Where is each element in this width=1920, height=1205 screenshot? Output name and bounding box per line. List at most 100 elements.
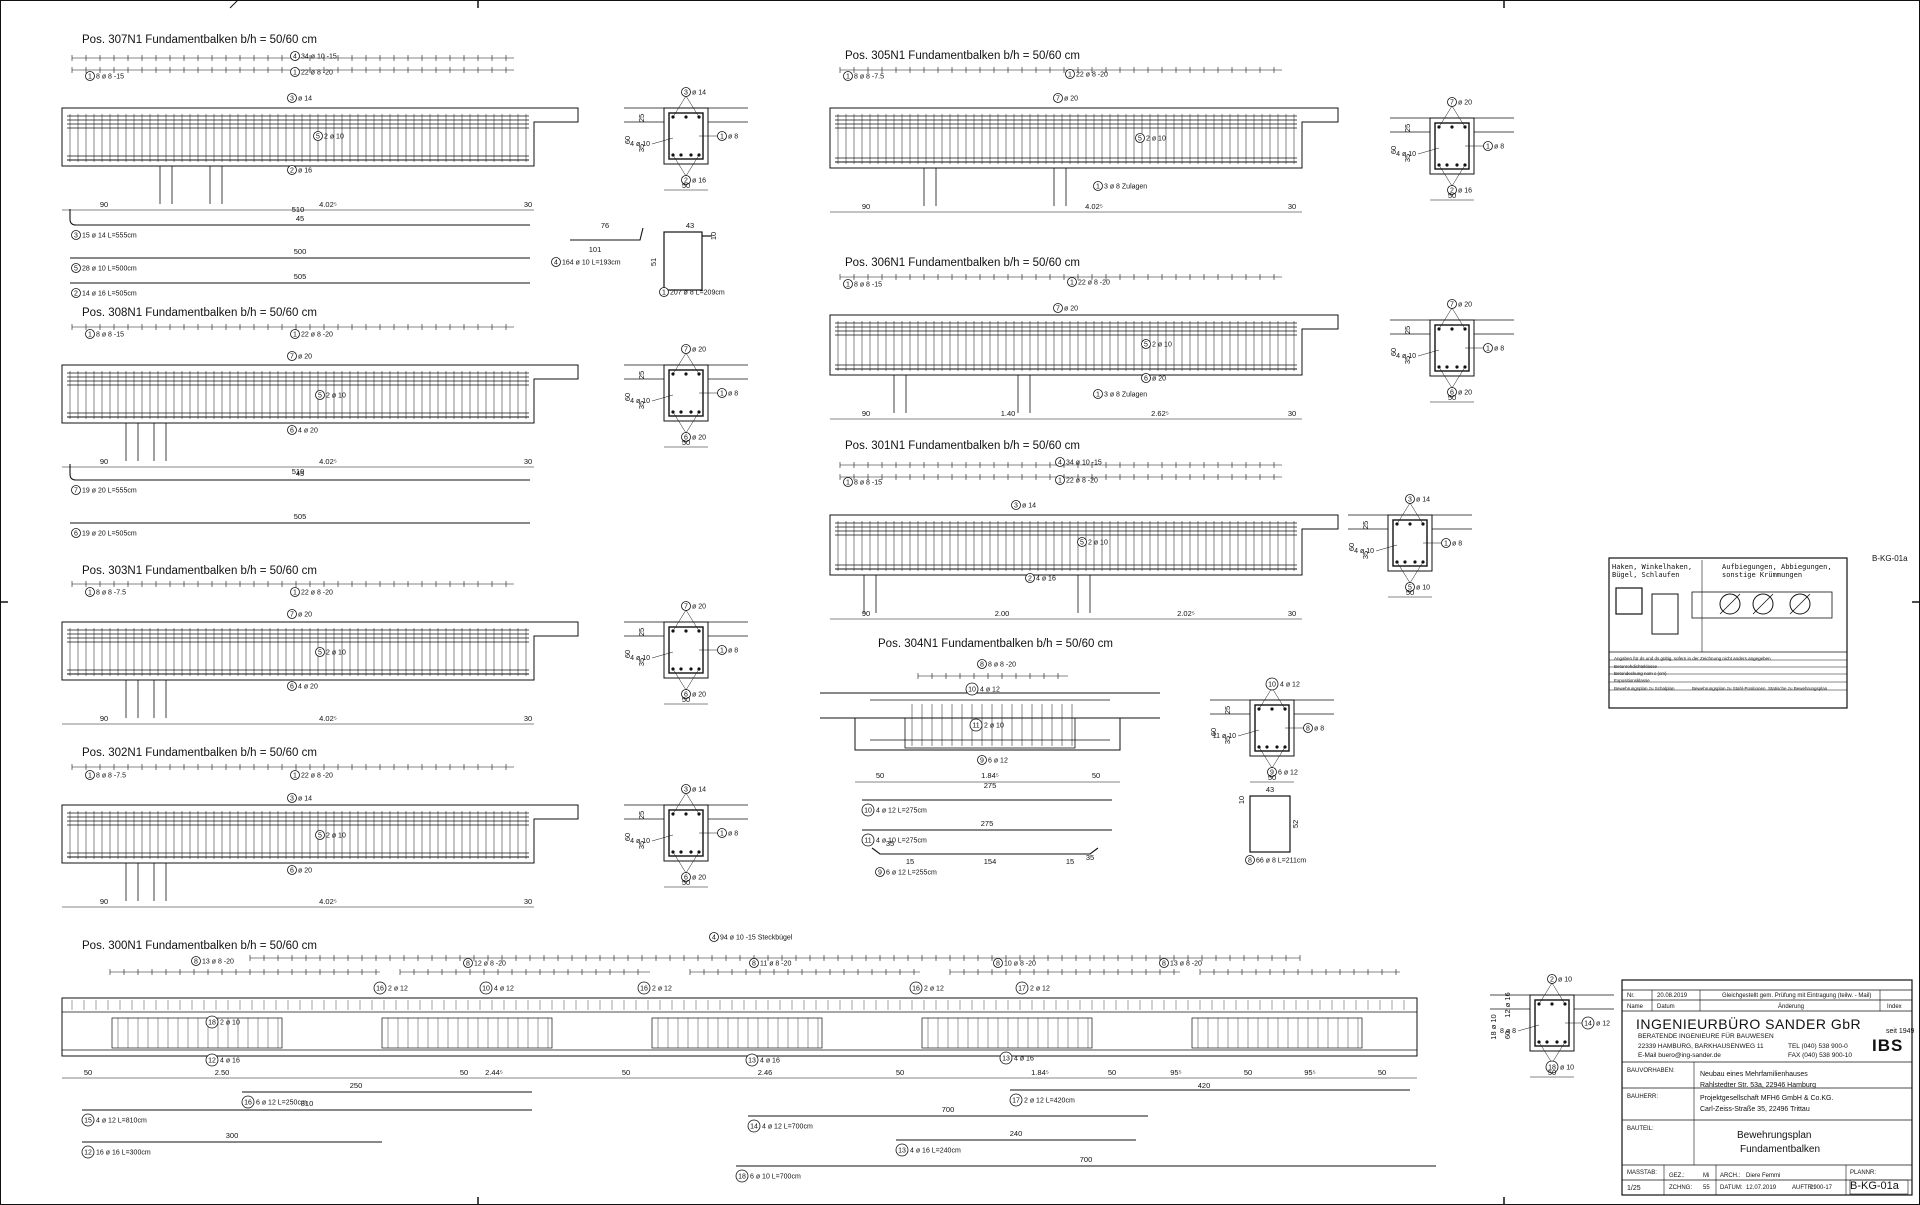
position-marker xyxy=(287,425,297,435)
section-bar xyxy=(689,410,693,414)
dimension-text: 2.46 xyxy=(758,1068,773,1077)
section-stirrup xyxy=(668,369,704,417)
position-number: 1 xyxy=(88,74,92,81)
rebar-label: ø 20 xyxy=(298,612,312,619)
dimension-text: 50 xyxy=(682,878,690,887)
legend-row-steel: Bewehrungsplan zu Stahl-Positionen xyxy=(1692,686,1766,691)
dimension-text: 35 xyxy=(1223,736,1232,744)
leader-line xyxy=(1438,105,1453,128)
rebar-label: 28 ø 10 L=500cm xyxy=(82,266,137,273)
side-reference: B-KG-01a xyxy=(1872,554,1908,563)
position-marker xyxy=(1141,339,1151,349)
rebar-label: 4 ø 16 xyxy=(760,1058,780,1065)
project-address: Rahlstedter Str. 53a, 22946 Hamburg xyxy=(1700,1082,1816,1089)
rebar-label: 8 ø 8 -7.5 xyxy=(96,590,126,597)
beam-title-300: Pos. 300N1 Fundamentbalken b/h = 50/60 c… xyxy=(82,940,317,952)
rebar-label: ø 14 xyxy=(1022,503,1036,510)
dimension-text: 50 xyxy=(622,1068,630,1077)
dimension-text: 50 xyxy=(1092,771,1100,780)
rebar-label: 2 ø 10 xyxy=(326,650,346,657)
rebar-label: 2 ø 12 xyxy=(652,986,672,993)
section-bar xyxy=(1445,365,1449,369)
section-bar xyxy=(1403,560,1407,564)
rebar-label: ø 20 xyxy=(1064,96,1078,103)
rebar-label: 22 ø 8 -20 xyxy=(301,590,333,597)
rebar-label: 2 ø 12 L=420cm xyxy=(1024,1098,1075,1105)
bend-line xyxy=(1752,593,1774,615)
bar-length: 700 xyxy=(1080,1155,1093,1164)
position-number: 1 xyxy=(1058,478,1062,485)
position-number: 5 xyxy=(74,266,78,273)
leader-line xyxy=(1258,746,1273,769)
leader-line xyxy=(651,137,674,145)
section-bar xyxy=(684,629,688,633)
position-marker xyxy=(1009,1093,1023,1107)
beam-title-301: Pos. 301N1 Fundamentbalken b/h = 50/60 c… xyxy=(845,440,1080,452)
reinforcement-cage xyxy=(381,1017,553,1049)
position-number: 5 xyxy=(318,833,322,840)
legend-row-exposure: Expositionsklasse xyxy=(1614,678,1650,683)
leader-line xyxy=(1451,307,1466,330)
section-bar xyxy=(689,153,693,157)
bar-length: 35 xyxy=(1086,853,1094,862)
leader-line xyxy=(1451,164,1466,187)
leader-line xyxy=(1551,982,1566,1005)
rebar-label: 2 ø 10 xyxy=(326,833,346,840)
rebar-label: 4 ø 16 xyxy=(220,1058,240,1065)
rebar-label: ø 16 xyxy=(298,168,312,175)
rebar-label: 8 ø 8 xyxy=(1500,1028,1516,1035)
bar-length: 52 xyxy=(1291,820,1300,828)
leader-line xyxy=(651,394,674,402)
position-number: 6 xyxy=(290,684,294,691)
section-bar xyxy=(1275,745,1279,749)
leader-line xyxy=(685,352,700,375)
client-name: Projektgesellschaft MFH6 GmbH & Co.KG. xyxy=(1700,1095,1834,1102)
scale-label: MASSTAB: xyxy=(1627,1170,1657,1176)
rebar-label: 8 ø 8 -15 xyxy=(854,480,882,487)
position-number: 2 xyxy=(1550,977,1554,984)
section-bar xyxy=(689,850,693,854)
beam-outline xyxy=(829,314,1339,376)
position-marker xyxy=(861,833,875,847)
position-number: 18 xyxy=(208,1020,216,1027)
position-marker xyxy=(1483,141,1493,151)
plan-title: Bewehrungsplan xyxy=(1737,1130,1812,1141)
dimension-text: 50 xyxy=(896,1068,904,1077)
position-marker xyxy=(85,770,95,780)
date-label: DATUM: xyxy=(1720,1185,1743,1191)
position-number: 5 xyxy=(1080,540,1084,547)
rebar-label: 10 ø 8 -20 xyxy=(1004,961,1036,968)
rebar-label: 22 ø 8 -20 xyxy=(1078,280,1110,287)
position-marker xyxy=(479,981,493,995)
rebar-label: 3 ø 8 Zulagen xyxy=(1104,184,1147,191)
beam-title-306: Pos. 306N1 Fundamentbalken b/h = 50/60 c… xyxy=(845,257,1080,269)
leader-line xyxy=(1438,307,1453,330)
rebar-label: 19 ø 20 L=505cm xyxy=(82,531,137,538)
rebar-label: 4 ø 20 xyxy=(298,684,318,691)
position-marker xyxy=(1077,537,1087,547)
rebar-label: 22 ø 8 -20 xyxy=(301,70,333,77)
position-number: 6 xyxy=(290,868,294,875)
rebar-label: 4 ø 12 L=700cm xyxy=(762,1124,813,1131)
position-marker xyxy=(551,257,561,267)
rebar-label: 2 ø 12 xyxy=(924,986,944,993)
position-number: 4 xyxy=(1058,460,1062,467)
dimension-text: 2.62⁵ xyxy=(1151,409,1169,418)
drawn-value: Mi xyxy=(1703,1173,1710,1179)
dimension-text: 30 xyxy=(524,897,532,906)
section-bar xyxy=(1270,707,1274,711)
drawing-no-value: 55 xyxy=(1703,1185,1710,1191)
position-number: 1 xyxy=(1068,72,1072,79)
dimension-text: 90 xyxy=(862,409,870,418)
position-number: 10 xyxy=(968,687,976,694)
bar-length: 101 xyxy=(589,245,602,254)
legend-row-static: Statische zu Bewehrungsplan xyxy=(1768,686,1828,691)
